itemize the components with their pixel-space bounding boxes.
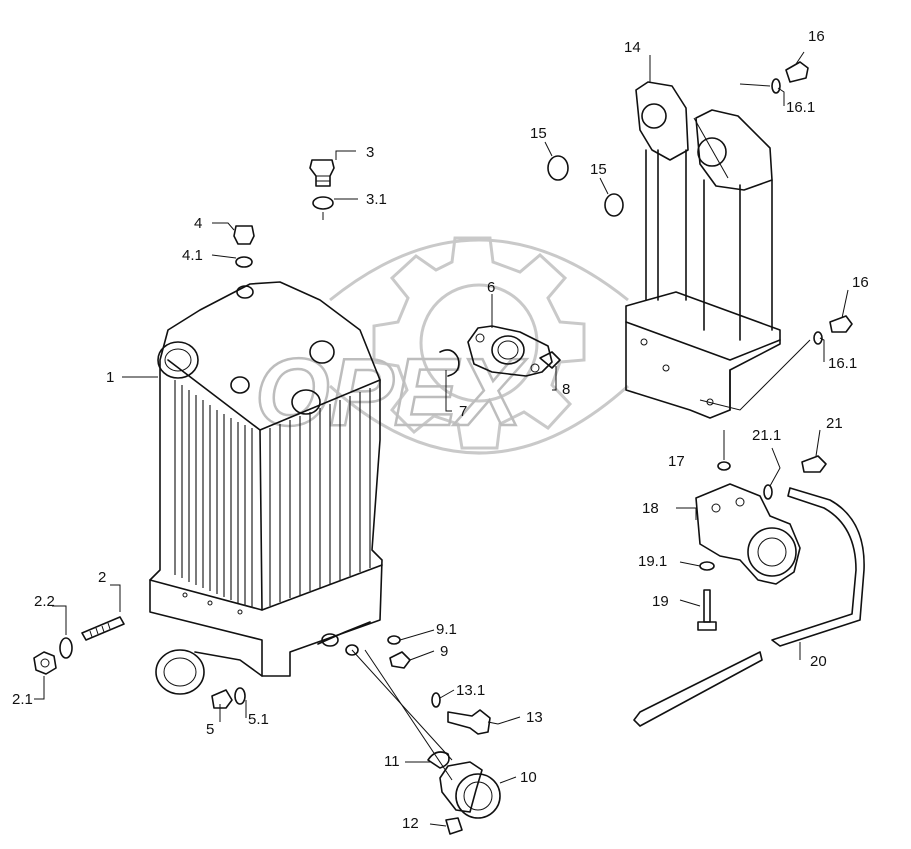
label-2-1: 2.1 [12,691,33,708]
washer-19-1 [699,561,715,571]
label-10: 10 [520,769,537,786]
washer-4-1 [235,256,253,268]
label-17: 17 [668,453,685,470]
intercooler-core [149,281,383,695]
gasket-7 [439,349,460,377]
flange-6 [467,325,553,377]
label-20: 20 [810,653,827,670]
intercooler-inlet-port [157,341,199,379]
leader-lines [34,51,849,827]
washer-13-1 [431,692,441,708]
bolt-19 [697,589,717,631]
washer-17 [717,461,731,471]
washer-16-1-b [813,331,823,345]
filter-assembly-14 [625,81,781,419]
intercooler-side-port [291,389,321,415]
label-16-b: 16 [852,274,869,291]
label-16-1-b: 16.1 [828,355,857,372]
label-9: 9 [440,643,448,660]
seal-15-b [604,193,624,217]
washer-2-2 [59,637,73,659]
washer-21-1 [763,484,773,500]
label-9-1: 9.1 [436,621,457,638]
hose-20 [633,487,865,727]
bolt-21 [801,455,827,473]
label-21: 21 [826,415,843,432]
label-13-1: 13.1 [456,682,485,699]
label-19-1: 19.1 [638,553,667,570]
label-12: 12 [402,815,419,832]
intercooler-fins [174,380,371,608]
plug-5 [211,689,233,709]
plug-3 [309,159,335,187]
washer-9-1 [387,635,401,645]
label-3-1: 3.1 [366,191,387,208]
intercooler-outlet-port [155,649,205,695]
bolt-16-b [829,315,853,333]
label-5: 5 [206,721,214,738]
label-19: 19 [652,593,669,610]
part-labels: 1 2 2.1 2.2 3 3.1 4 4.1 5 5.1 6 7 8 9 9.… [12,28,869,832]
bolt-12 [445,817,463,835]
plug-4 [233,225,255,245]
bolt-16-a [785,61,809,83]
label-1: 1 [106,369,114,386]
label-8: 8 [562,381,570,398]
watermark-gear-outline [372,236,586,450]
label-2-2: 2.2 [34,593,55,610]
watermark: OPEX [254,236,630,455]
label-6: 6 [487,279,495,296]
label-11: 11 [384,753,400,770]
label-21-1: 21.1 [752,427,781,444]
label-4: 4 [194,215,202,232]
nut-2-1 [33,651,57,675]
intercooler-upper-boss [309,340,335,364]
label-15-b: 15 [590,161,607,178]
label-16-1-a: 16.1 [786,99,815,116]
label-3: 3 [366,144,374,161]
elbow-10 [439,761,501,819]
label-4-1: 4.1 [182,247,203,264]
label-15-a: 15 [530,125,547,142]
label-7: 7 [459,403,467,420]
seal-15-a [547,155,569,181]
gasket-11 [427,751,450,769]
plug-9 [389,651,411,669]
stud-2 [81,616,125,641]
sensor-13 [447,709,499,735]
watermark-text: OPEX [255,339,527,446]
watermark-gear-hub [419,283,539,403]
label-2: 2 [98,569,106,586]
washer-3-1 [312,196,334,220]
label-18: 18 [642,500,659,517]
pump-18 [695,483,801,585]
label-5-1: 5.1 [248,711,269,728]
label-14: 14 [624,39,641,56]
label-16-a: 16 [808,28,825,45]
screw-8 [539,351,561,369]
label-13: 13 [526,709,543,726]
washer-5-1 [234,687,246,705]
washer-16-1-a [771,78,781,94]
